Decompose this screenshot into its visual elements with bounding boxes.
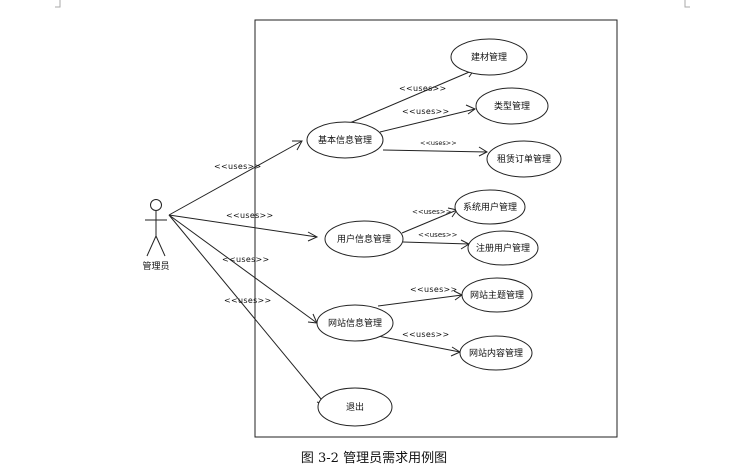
use-case-logout[interactable]: 退出 (317, 387, 393, 427)
actor-admin[interactable] (145, 199, 167, 257)
stereotype-label-materials: <<uses>> (399, 84, 447, 93)
page-corner-mark-right (684, 0, 690, 8)
svg-text:系统用户管理: 系统用户管理 (463, 201, 517, 213)
svg-text:建材管理: 建材管理 (471, 51, 507, 63)
stereotype-label-types: <<uses>> (402, 107, 450, 116)
svg-text:类型管理: 类型管理 (494, 100, 530, 112)
system-boundary (254, 19, 618, 438)
use-case-site-content[interactable]: 网站内容管理 (459, 335, 533, 371)
use-case-system-users[interactable]: 系统用户管理 (454, 189, 526, 225)
stereotype-label-site-theme: <<uses>> (410, 285, 458, 294)
use-case-site-theme[interactable]: 网站主题管理 (461, 277, 533, 313)
svg-text:用户信息管理: 用户信息管理 (337, 233, 391, 245)
actor-leg-left (146, 235, 157, 257)
stereotype-label-actor-site: <<uses>> (222, 255, 270, 264)
figure-caption: 图 3-2 管理员需求用例图 (301, 451, 447, 466)
use-case-basic-info[interactable]: 基本信息管理 (306, 121, 384, 159)
uses-site-content (377, 335, 462, 357)
stereotype-label-system-users: <<uses>> (412, 208, 452, 216)
assoc-actor-logout (168, 214, 327, 406)
actor-head (150, 199, 162, 211)
use-case-types[interactable]: 类型管理 (475, 87, 549, 125)
use-case-materials[interactable]: 建材管理 (450, 38, 528, 76)
svg-text:基本信息管理: 基本信息管理 (318, 134, 372, 146)
svg-text:网站内容管理: 网站内容管理 (469, 347, 523, 359)
svg-text:退出: 退出 (346, 401, 364, 413)
svg-text:租赁订单管理: 租赁订单管理 (497, 153, 551, 165)
assoc-actor-site-info (168, 214, 318, 324)
actor-label: 管理员 (142, 260, 169, 272)
actor-leg-right (155, 235, 166, 257)
stereotype-label-actor-user: <<uses>> (226, 211, 274, 220)
use-case-rental-orders[interactable]: 租赁订单管理 (486, 140, 562, 178)
stereotype-label-site-content: <<uses>> (402, 330, 450, 339)
stereotype-label-rental: <<uses>> (420, 139, 457, 147)
stereotype-label-registered-users: <<uses>> (418, 231, 458, 239)
uses-basic-materials (344, 67, 475, 126)
use-case-registered-users[interactable]: 注册用户管理 (467, 230, 539, 266)
stereotype-label-actor-basic: <<uses>> (214, 162, 262, 171)
stereotype-label-actor-logout: <<uses>> (224, 296, 272, 305)
assoc-actor-user-info (168, 214, 319, 242)
uses-basic-rental (382, 146, 489, 157)
svg-text:网站信息管理: 网站信息管理 (328, 317, 382, 329)
svg-text:注册用户管理: 注册用户管理 (476, 242, 530, 254)
uses-user-registered (402, 239, 471, 250)
use-case-site-info[interactable]: 网站信息管理 (316, 304, 394, 342)
assoc-actor-basic-info (168, 140, 303, 216)
uses-basic-types (379, 104, 477, 133)
use-case-user-info[interactable]: 用户信息管理 (324, 220, 404, 258)
page-corner-mark-left (55, 0, 61, 8)
svg-text:网站主题管理: 网站主题管理 (470, 289, 524, 301)
